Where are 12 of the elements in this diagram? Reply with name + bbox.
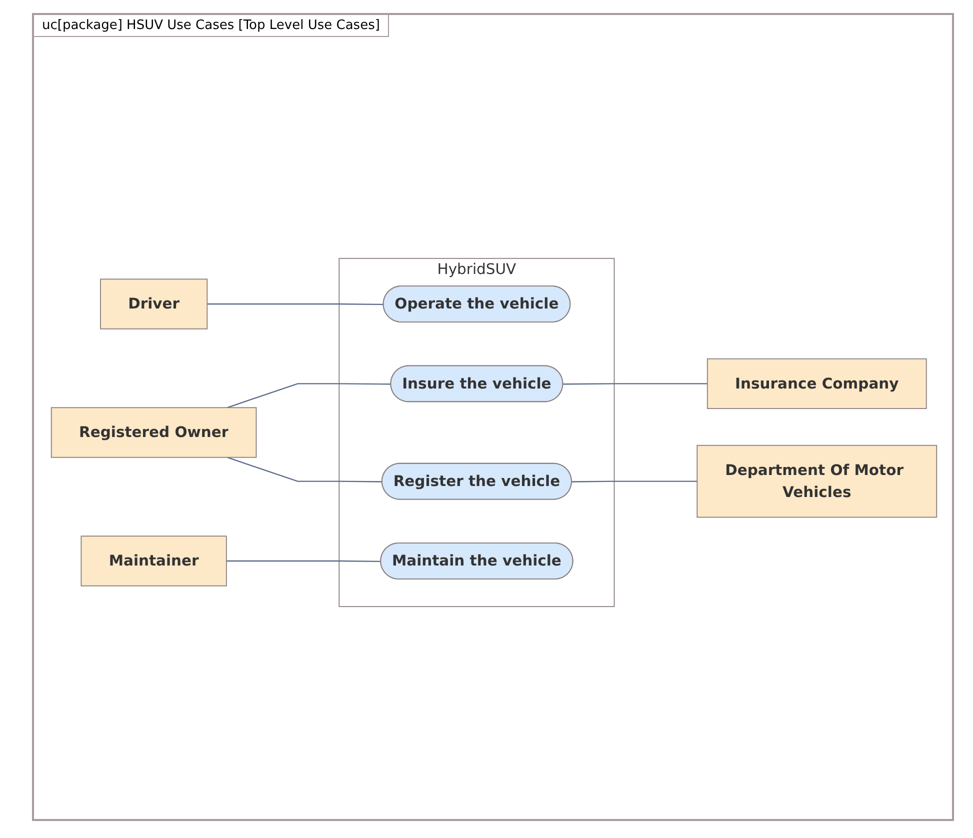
connector xyxy=(226,456,382,482)
connector xyxy=(226,383,392,408)
node-box: Insurance Company xyxy=(706,358,927,409)
node-box: Registered Owner xyxy=(50,407,257,458)
frame-title: uc[package] HSUV Use Cases [Top Level Use Cases] xyxy=(34,15,389,37)
connector xyxy=(572,480,698,482)
node-box: Driver xyxy=(100,278,208,330)
node-box: Department Of Motor Vehicles xyxy=(696,444,938,518)
connector xyxy=(563,383,708,385)
connector xyxy=(226,560,382,562)
node-box: Maintainer xyxy=(80,536,227,586)
connector xyxy=(207,303,384,306)
